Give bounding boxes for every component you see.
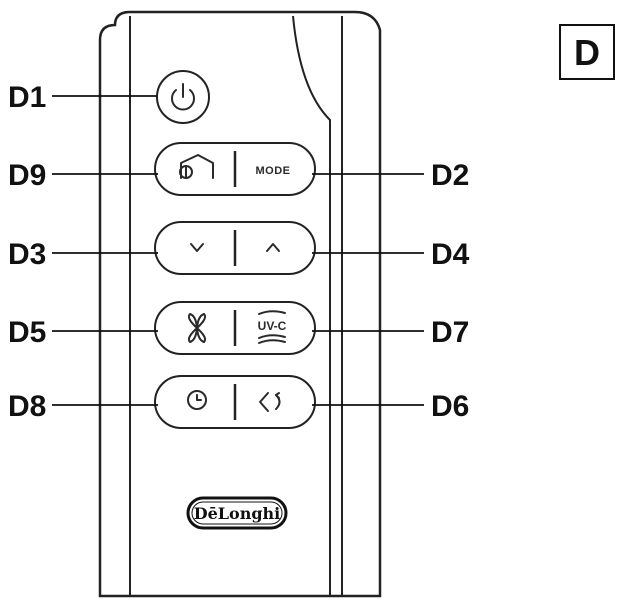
- callout-d8: D8: [8, 390, 46, 423]
- leaf-house-icon: [179, 154, 214, 179]
- mode-label: MODE: [256, 165, 291, 177]
- uvc-wave-bottom-icon: [258, 334, 286, 344]
- callout-d7: D7: [431, 316, 469, 349]
- uvc-wave-top-icon: [258, 310, 286, 315]
- down-button[interactable]: [190, 243, 204, 252]
- callout-d9: D9: [8, 159, 46, 192]
- brand-logo: DēLonghi: [186, 496, 288, 530]
- timer-swing-button-pair: [154, 375, 316, 429]
- section-label-box: D: [559, 24, 615, 80]
- callout-d1: D1: [8, 81, 46, 114]
- swing-icon: [259, 392, 281, 412]
- uvc-label: UV-C: [258, 319, 287, 333]
- callout-d6: D6: [431, 390, 469, 423]
- up-button[interactable]: [266, 243, 280, 252]
- swing-button[interactable]: [259, 392, 281, 412]
- uvc-button[interactable]: UV-C: [258, 310, 287, 344]
- down-up-button-pair: [154, 221, 316, 275]
- callout-labels: D1 D9 D2 D3 D4 D5 D7 D8 D6: [8, 81, 470, 423]
- leader-lines: [52, 95, 424, 406]
- fan-icon: [187, 313, 207, 343]
- clock-icon: [187, 390, 207, 410]
- callout-d2: D2: [431, 159, 469, 192]
- brand-logo-text: DēLonghi: [194, 504, 281, 523]
- callout-d3: D3: [8, 238, 46, 271]
- power-button[interactable]: [156, 70, 210, 124]
- eco-mode-button-pair: [154, 142, 316, 196]
- fan-speed-button[interactable]: [187, 313, 207, 343]
- power-icon: [171, 83, 195, 111]
- callout-d4: D4: [431, 238, 470, 271]
- eco-button[interactable]: [179, 154, 214, 179]
- callout-d5: D5: [8, 316, 46, 349]
- mode-button[interactable]: MODE: [256, 165, 291, 177]
- chevron-down-icon: [190, 243, 204, 252]
- fan-uvc-button-pair: [154, 301, 316, 355]
- chevron-up-icon: [266, 243, 280, 252]
- section-label: D: [574, 32, 600, 73]
- timer-button[interactable]: [187, 390, 207, 410]
